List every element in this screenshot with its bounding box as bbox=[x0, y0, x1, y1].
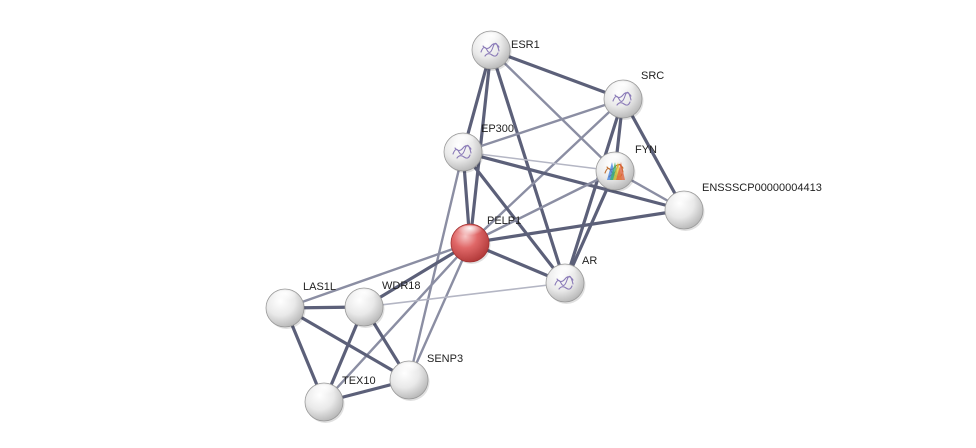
node-highlight bbox=[350, 289, 378, 304]
node-label: WDR18 bbox=[382, 280, 421, 292]
node-highlight bbox=[271, 290, 299, 305]
node-label: FYN bbox=[635, 144, 657, 156]
node-src[interactable]: SRC bbox=[603, 70, 664, 120]
node-label: PELP1 bbox=[487, 215, 521, 227]
edge-esr1-fyn[interactable] bbox=[489, 48, 617, 173]
node-highlight bbox=[456, 225, 484, 240]
edge-src-ar[interactable] bbox=[563, 97, 625, 285]
node-label: AR bbox=[582, 255, 597, 267]
edge-esr1-ar[interactable] bbox=[489, 48, 567, 285]
node-highlight bbox=[395, 362, 423, 377]
edge-esr1-src[interactable] bbox=[489, 48, 625, 101]
node-highlight bbox=[670, 192, 698, 207]
edge-ep300-ar[interactable] bbox=[461, 150, 567, 285]
edge-src-enssscp00000004413[interactable] bbox=[621, 97, 686, 212]
node-las1l[interactable]: LAS1L bbox=[265, 281, 336, 329]
node-highlight bbox=[609, 81, 637, 96]
node-fyn[interactable]: FYN bbox=[595, 144, 657, 192]
edge-src-ep300[interactable] bbox=[461, 97, 625, 154]
node-ar[interactable]: AR bbox=[545, 255, 597, 304]
node-highlight bbox=[449, 134, 477, 149]
node-label: ENSSSCP00000004413 bbox=[702, 182, 822, 194]
edge-src-pelp1[interactable] bbox=[468, 97, 625, 245]
node-tex10[interactable]: TEX10 bbox=[304, 375, 376, 423]
edge-fyn-pelp1[interactable] bbox=[468, 169, 617, 245]
node-label: LAS1L bbox=[303, 281, 336, 293]
edge-wdr18-ar[interactable] bbox=[363, 282, 566, 308]
node-esr1[interactable]: ESR1 bbox=[471, 30, 540, 71]
edge-pelp1-senp3[interactable] bbox=[407, 241, 472, 382]
edge-pelp1-tex10[interactable] bbox=[322, 241, 472, 404]
node-label: SENP3 bbox=[427, 353, 463, 365]
node-enssscp00000004413[interactable]: ENSSSCP00000004413 bbox=[664, 182, 822, 231]
node-label: ESR1 bbox=[511, 39, 540, 51]
edge-fyn-ar[interactable] bbox=[563, 169, 617, 285]
node-pelp1[interactable]: PELP1 bbox=[450, 215, 521, 264]
node-highlight bbox=[601, 153, 629, 168]
edge-ep300-enssscp00000004413[interactable] bbox=[461, 150, 686, 212]
edge-pelp1-las1l[interactable] bbox=[283, 241, 472, 310]
edge-pelp1-enssscp00000004413[interactable] bbox=[468, 208, 686, 245]
node-highlight bbox=[551, 265, 579, 280]
node-label: SRC bbox=[641, 70, 664, 82]
node-highlight bbox=[477, 32, 505, 47]
node-label: EP300 bbox=[481, 123, 514, 135]
node-senp3[interactable]: SENP3 bbox=[389, 353, 463, 401]
edge-ep300-senp3[interactable] bbox=[407, 150, 465, 382]
node-ep300[interactable]: EP300 bbox=[443, 123, 514, 173]
structure-ribbon-icon bbox=[616, 162, 625, 180]
node-wdr18[interactable]: WDR18 bbox=[344, 280, 421, 328]
node-label: TEX10 bbox=[342, 375, 376, 387]
edge-pelp1-wdr18[interactable] bbox=[362, 241, 472, 309]
node-highlight bbox=[310, 384, 338, 399]
edge-ep300-fyn[interactable] bbox=[462, 151, 616, 172]
